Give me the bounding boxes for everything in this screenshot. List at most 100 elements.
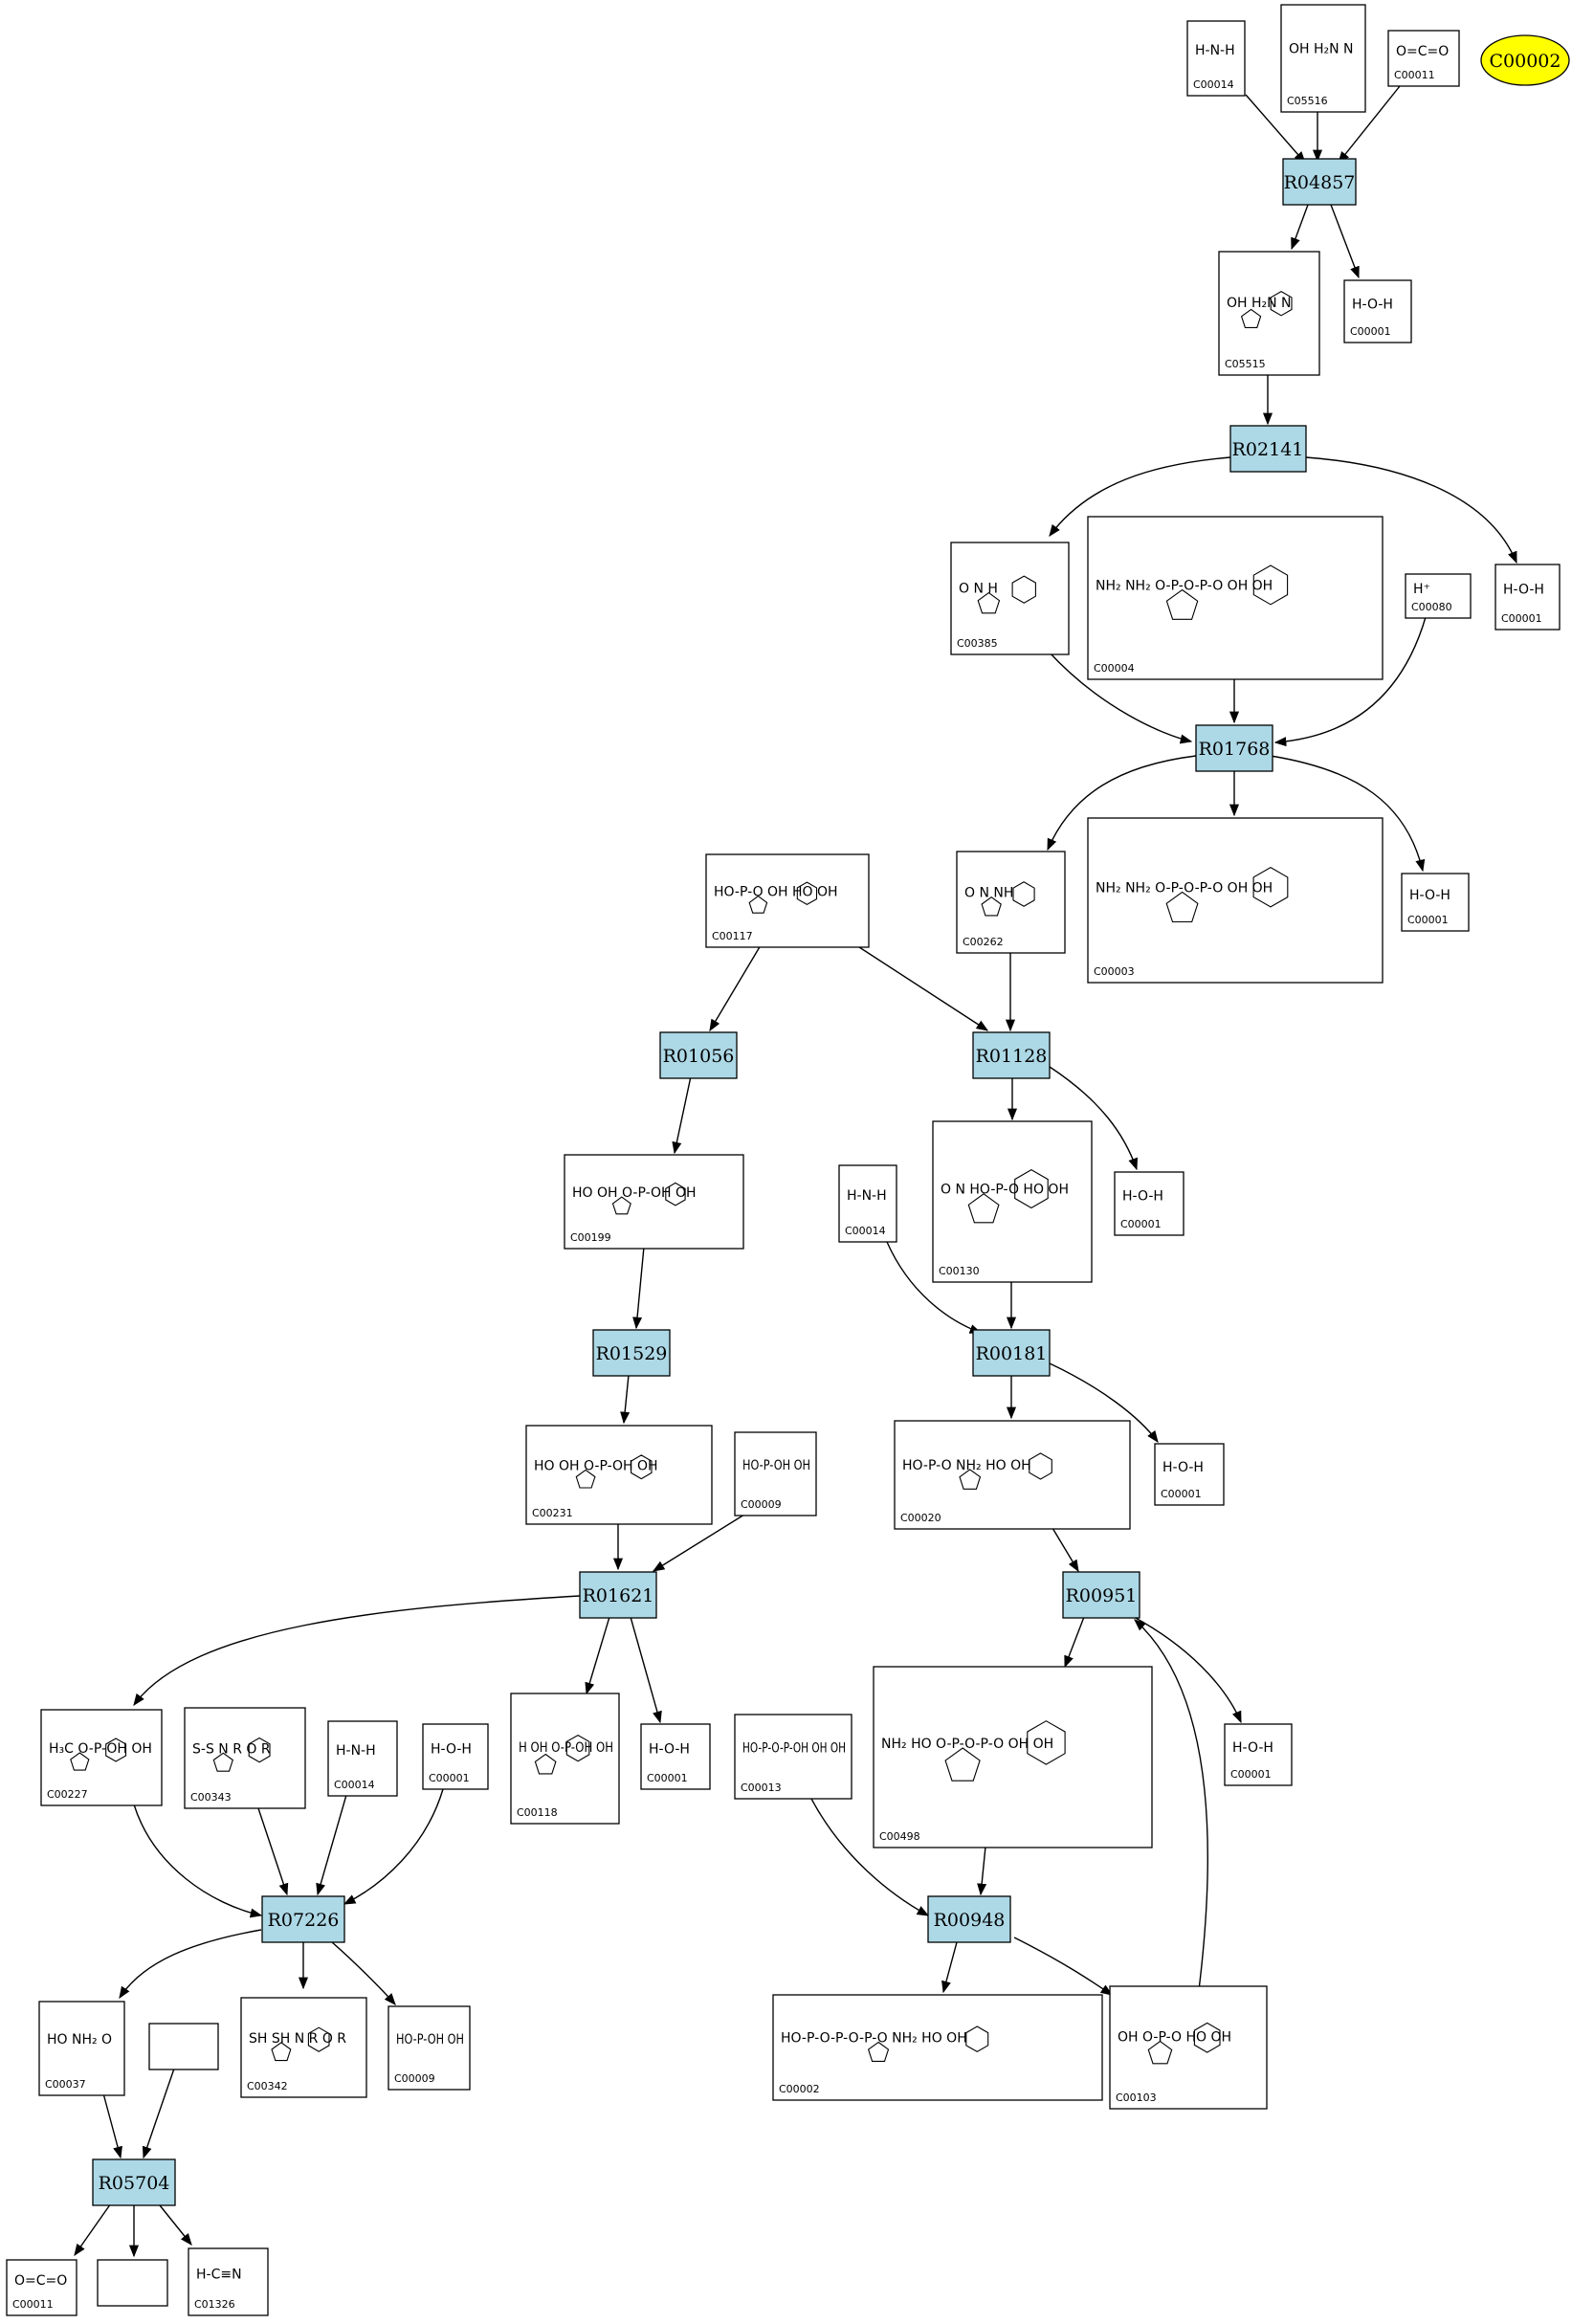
compound-id-label: C00011	[12, 2298, 54, 2311]
reaction-R07226[interactable]: R07226	[261, 1895, 345, 1943]
reaction-label: R01128	[976, 1046, 1048, 1067]
molecule-ring-icon	[1165, 891, 1199, 923]
molecule-ring-icon	[307, 2026, 330, 2052]
compound-c00080[interactable]: H⁺C00080	[1405, 573, 1472, 619]
compound-structure-text: NH₂ HO O-P-O-P-O OH OH	[881, 1737, 1053, 1752]
compound-box	[705, 853, 870, 948]
compound-empty-box[interactable]	[148, 2023, 219, 2070]
reaction-label: R02141	[1232, 439, 1304, 460]
compound-c00014[interactable]: H-N-H C00014	[1186, 20, 1246, 97]
compound-structure-text: H-O-H	[1162, 1460, 1204, 1475]
molecule-ring-icon	[967, 1193, 1000, 1224]
compound-box	[1401, 873, 1470, 932]
compound-structure-text: H-O-H	[1503, 583, 1544, 598]
compound-box	[1186, 20, 1246, 97]
compound-structure-text: HO-P-OH OH	[396, 2032, 464, 2047]
compound-box	[838, 1164, 897, 1243]
reaction-R01621[interactable]: R01621	[579, 1571, 657, 1619]
compound-empty-box[interactable]	[97, 2259, 168, 2307]
compound-structure-text: HO-P-O-P-O-P-O NH₂ HO OH	[781, 2031, 967, 2047]
compound-structure-text: H-N-H	[1195, 43, 1235, 58]
reaction-label: R01768	[1199, 739, 1271, 760]
reaction-R01128[interactable]: R01128	[972, 1031, 1051, 1079]
reaction-label: R00181	[976, 1343, 1048, 1364]
compound-id-label: C00385	[957, 637, 998, 650]
compound-box	[564, 1154, 744, 1250]
compound-id-label: C05515	[1225, 358, 1266, 370]
reaction-R01056[interactable]: R01056	[659, 1031, 738, 1079]
molecule-ring-icon	[611, 1196, 631, 1215]
reaction-R00951[interactable]: R00951	[1062, 1571, 1140, 1619]
compound-structure-text: O=C=O	[1396, 44, 1449, 59]
compound-structure-text: HO-P-O OH HO OH	[714, 885, 838, 900]
molecule-ring-icon	[271, 2042, 292, 2062]
compound-box	[525, 1425, 713, 1525]
reaction-R02141[interactable]: R02141	[1229, 425, 1307, 473]
molecule-ring-icon	[1252, 564, 1289, 606]
reaction-R01768[interactable]: R01768	[1195, 724, 1273, 772]
highlight-compound-oval[interactable]: C00002	[1480, 34, 1570, 86]
reaction-R01529[interactable]: R01529	[592, 1329, 671, 1377]
compound-box	[97, 2259, 168, 2307]
compound-structure-text: HO-P-OH OH	[742, 1458, 810, 1473]
compound-id-label: C00001	[1350, 325, 1391, 338]
compound-id-label: C00014	[845, 1225, 886, 1237]
reaction-label: R07226	[268, 1910, 340, 1931]
compound-id-label: C00014	[1193, 78, 1234, 91]
molecule-ring-icon	[944, 1747, 981, 1782]
molecule-ring-icon	[1270, 290, 1293, 317]
compound-box	[956, 851, 1066, 954]
compound-id-label: C00001	[1230, 1768, 1272, 1781]
molecule-ring-icon	[1165, 588, 1199, 620]
molecule-ring-icon	[534, 1753, 557, 1775]
molecule-ring-icon	[1027, 1720, 1066, 1765]
compound-box	[1087, 817, 1384, 984]
reaction-R05704[interactable]: R05704	[92, 2158, 176, 2206]
compound-id-label: C00262	[963, 936, 1004, 948]
reaction-R00948[interactable]: R00948	[927, 1895, 1011, 1943]
compound-box	[6, 2259, 77, 2316]
reaction-R04857[interactable]: R04857	[1282, 158, 1357, 206]
reaction-R00181[interactable]: R00181	[972, 1329, 1051, 1377]
compound-structure-text: NH₂ NH₂ O-P-O-P-O OH OH	[1096, 880, 1273, 896]
compound-box	[184, 1707, 306, 1809]
compound-box	[510, 1693, 620, 1825]
compound-id-label: C00004	[1094, 662, 1135, 675]
